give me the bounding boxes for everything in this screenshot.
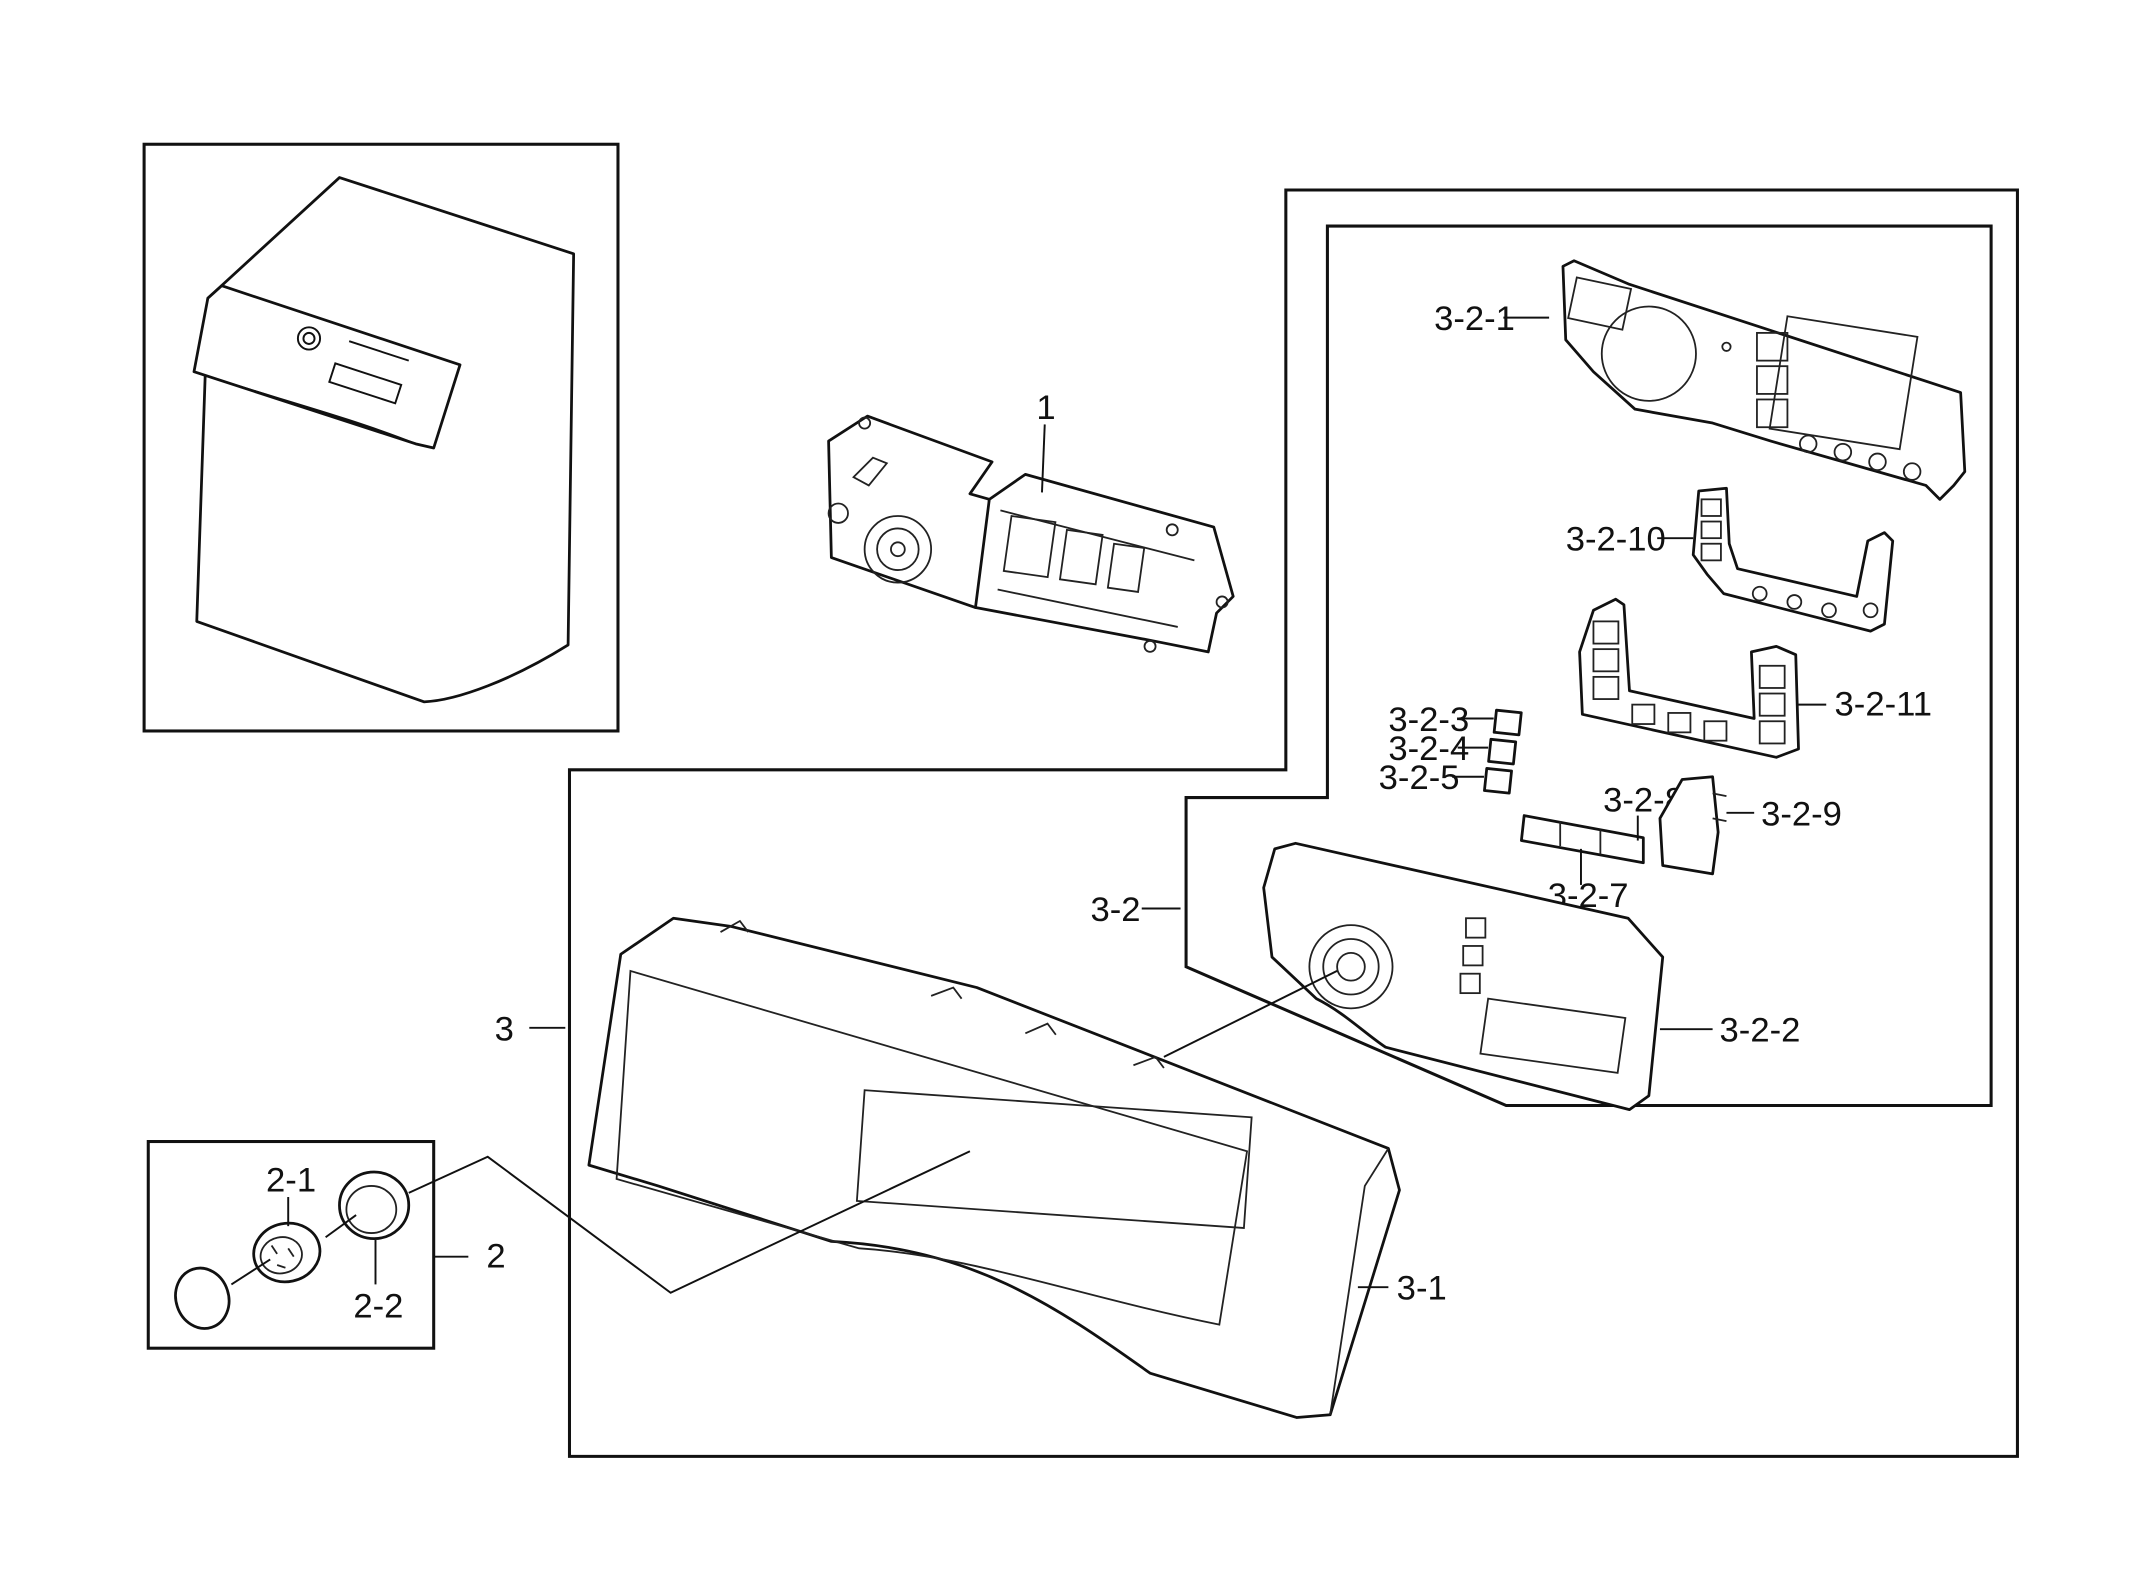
label-3-2-10: 3-2-10 xyxy=(1566,521,1666,559)
part-3-1-control-panel xyxy=(587,916,1401,1419)
part-3-2-2-panel-frame xyxy=(1262,841,1713,1112)
label-3-1: 3-1 xyxy=(1397,1270,1447,1308)
label-3-2-9: 3-2-9 xyxy=(1761,795,1842,833)
label-1: 1 xyxy=(1036,389,1055,427)
appliance-overview xyxy=(142,142,620,733)
label-2: 2 xyxy=(486,1238,505,1276)
parts-3-2-7-3-2-8-keys xyxy=(1520,814,1645,885)
part-3-2-9-key xyxy=(1658,775,1755,876)
label-3-2-5: 3-2-5 xyxy=(1379,759,1460,797)
label-3-2-2: 3-2-2 xyxy=(1720,1012,1801,1050)
part-2-knob-assembly xyxy=(146,1140,971,1350)
label-3-2-1: 3-2-1 xyxy=(1434,300,1515,338)
label-3: 3 xyxy=(495,1010,514,1048)
label-3-2-3: 3-2-3 xyxy=(1388,701,1469,739)
assembly-3-2-frame xyxy=(1184,224,1993,1107)
label-3-2-11: 3-2-11 xyxy=(1835,686,1933,724)
part-1-control-board xyxy=(827,414,1235,654)
label-2-2: 2-2 xyxy=(353,1288,403,1326)
part-3-2-10-button-bracket xyxy=(1657,486,1895,633)
label-3-2-4: 3-2-4 xyxy=(1388,730,1469,768)
part-3-2-11-key-panel xyxy=(1578,597,1827,759)
label-3-2: 3-2 xyxy=(1090,891,1140,929)
assembly-3-frame xyxy=(567,188,2019,1458)
part-3-2-1-panel-frame xyxy=(1503,259,1967,501)
parts-3-2-3-to-3-2-5-keys xyxy=(1452,708,1523,795)
label-2-1: 2-1 xyxy=(266,1161,316,1199)
